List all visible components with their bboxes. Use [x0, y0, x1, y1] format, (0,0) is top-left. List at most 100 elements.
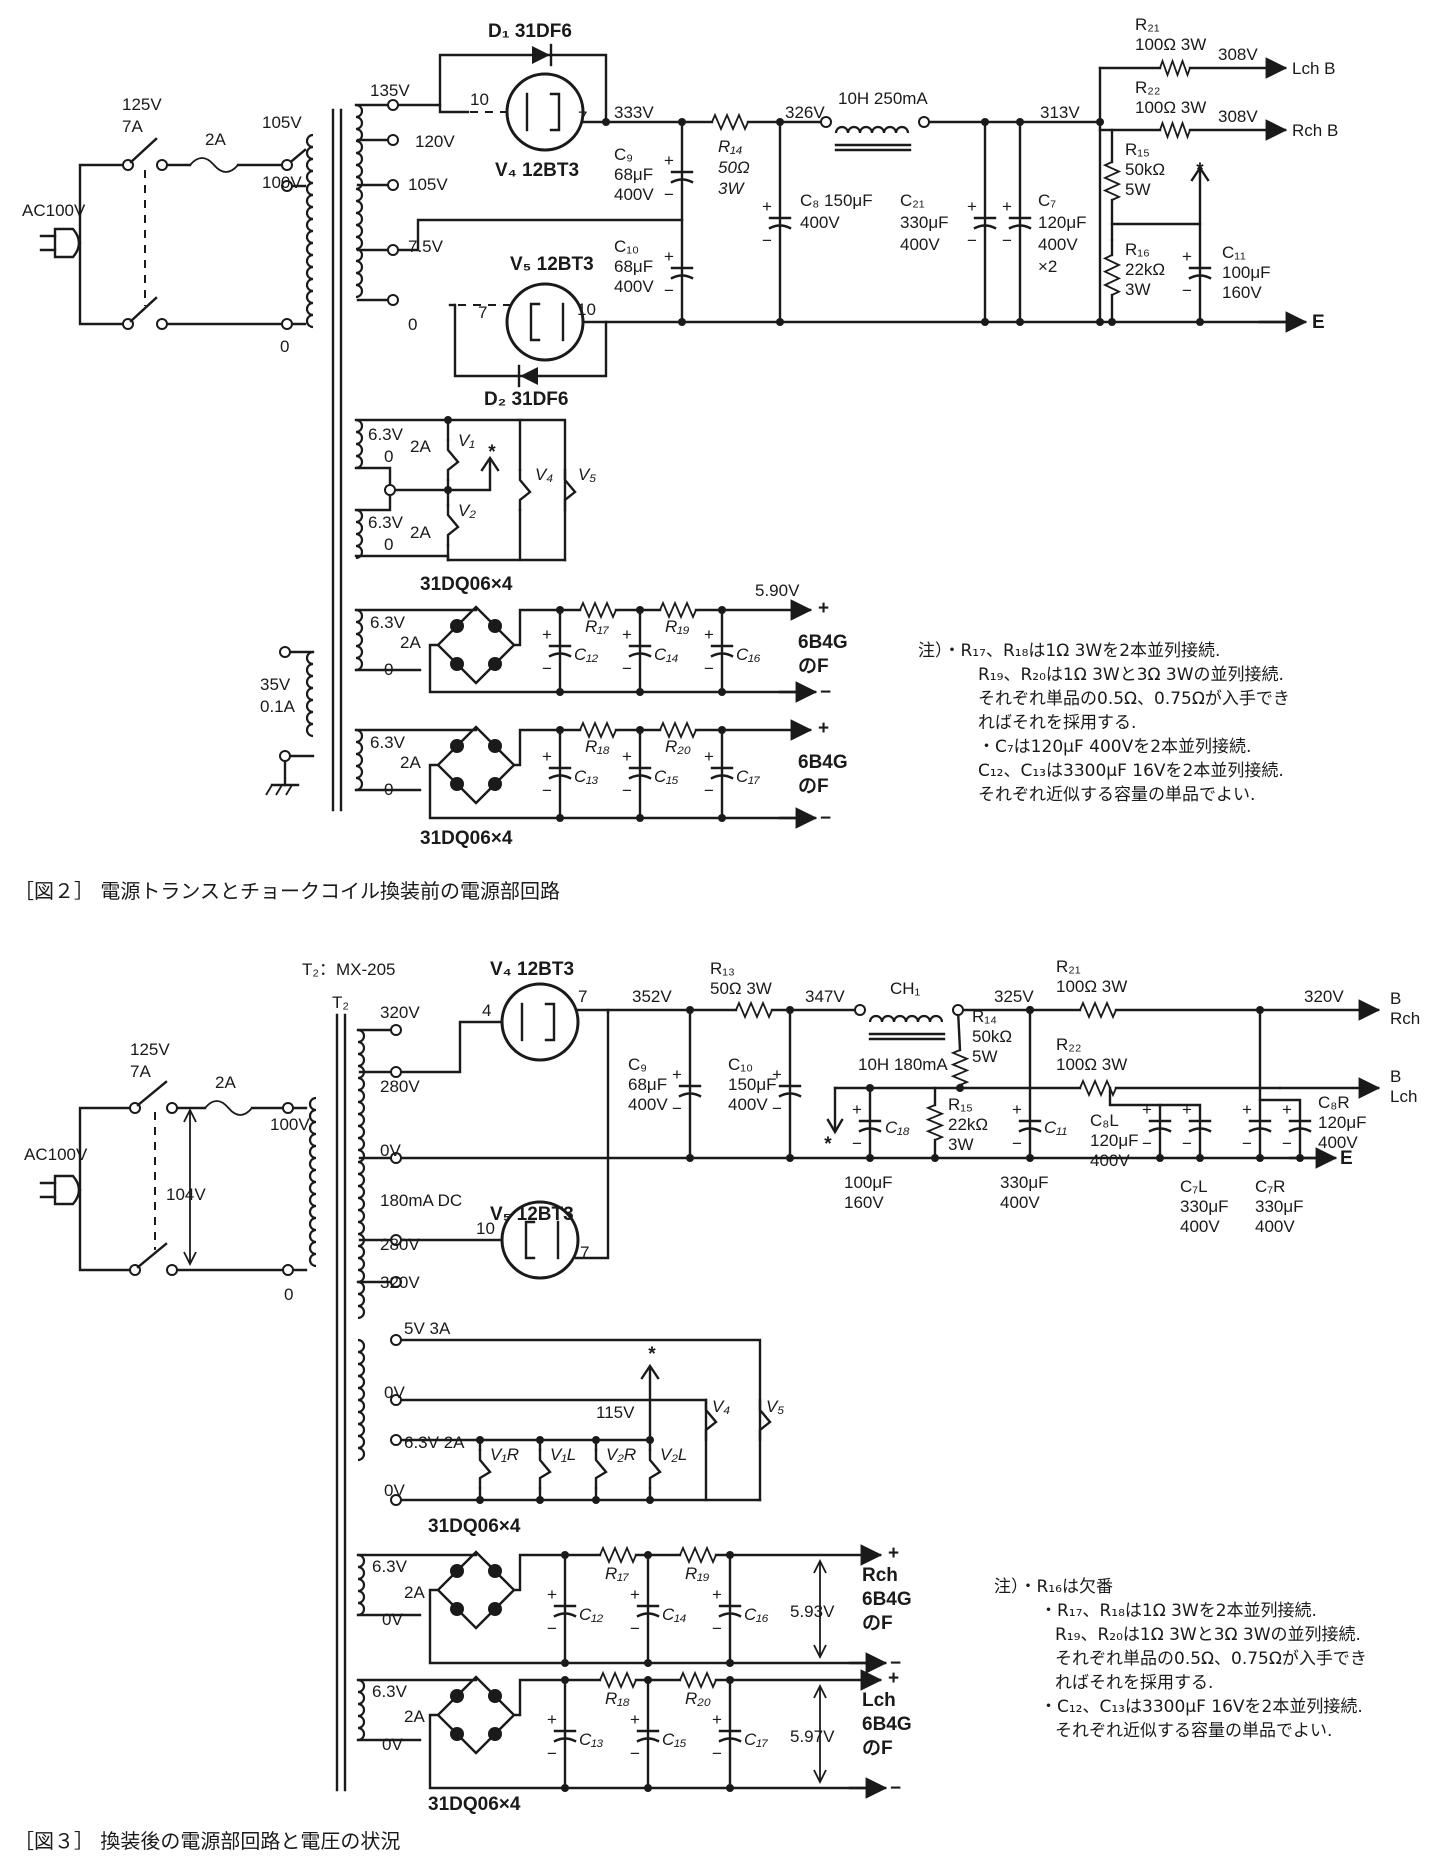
- terminal: [918, 116, 930, 128]
- bridge-diode: [488, 1689, 502, 1703]
- junction-dot: [444, 416, 452, 424]
- plus-sign: +: [1182, 1100, 1192, 1119]
- mains-wire-top: [78, 163, 130, 245]
- junction-dot: [556, 688, 564, 696]
- primary-105v-label: 105V: [262, 113, 302, 132]
- minus-sign: −: [664, 185, 674, 204]
- heater-coil-3: [355, 608, 364, 672]
- power-switch-lower-2: [136, 1242, 168, 1269]
- minus-label: −: [890, 1778, 901, 1799]
- junction-dot: [1256, 1006, 1264, 1014]
- junction-dot: [981, 118, 989, 126]
- star-marker: *: [488, 442, 496, 463]
- primary-100v-label-2: 100V: [270, 1115, 310, 1134]
- minus-sign: −: [542, 659, 552, 678]
- terminal: [390, 1394, 402, 1406]
- capacitor-c18: +−: [852, 1100, 882, 1153]
- minus-sign: −: [547, 1744, 557, 1763]
- capacitor-c15-label: C₁₅: [654, 767, 679, 786]
- capacitor-c8: +−: [762, 197, 792, 250]
- junction-dot: [636, 814, 644, 822]
- w: [78, 1106, 137, 1192]
- heater-63-label: 6.3V 2A: [404, 1433, 465, 1452]
- plus-sign: +: [772, 1065, 782, 1084]
- junction-dot: [602, 118, 610, 126]
- diode-d2-label: D₂ 31DF6: [484, 389, 568, 410]
- capacitor-c14-r: +−: [630, 1585, 660, 1638]
- plus-sign: +: [1012, 1100, 1022, 1119]
- terminal: [390, 1152, 402, 1164]
- fuse-label: 2A: [404, 1583, 425, 1602]
- plus-sign: +: [672, 1065, 682, 1084]
- terminal: [282, 1264, 294, 1276]
- fig3-note-line: ・C₁₂、C₁₃は3300μF 16Vを2本並列接続.: [1040, 1697, 1363, 1717]
- terminal: [387, 99, 399, 111]
- junction-dot: [561, 1659, 569, 1667]
- junction-dot: [536, 1496, 544, 1504]
- star-marker: *: [648, 1344, 656, 1365]
- junction-dot: [786, 1006, 794, 1014]
- junction-dot: [776, 118, 784, 126]
- capacitor-c10-2: +−: [772, 1065, 802, 1118]
- resistor-r22-2: [1079, 1078, 1117, 1098]
- ac-input-label: AC100V: [22, 201, 86, 220]
- choke-ch1: [868, 1014, 944, 1023]
- arrow-down: [826, 1118, 844, 1135]
- capacitor-c13-label: C₁₃: [579, 1730, 604, 1749]
- arrow-up: [480, 455, 500, 472]
- capacitor-c11-label-2: C₁₁: [1044, 1118, 1067, 1137]
- heater-coil-2: [355, 508, 364, 560]
- heater-v2l: [648, 1448, 662, 1490]
- plus-sign: +: [762, 197, 772, 216]
- junction-dot: [476, 1496, 484, 1504]
- secondary-tap-s320a: 320V: [380, 1003, 420, 1022]
- junction-dot: [726, 1551, 734, 1559]
- bridge-label-0: 31DQ06×4: [428, 1516, 521, 1537]
- wires: [78, 53, 1322, 1790]
- terminal: [281, 180, 293, 192]
- terminal: [390, 1234, 402, 1246]
- fig2-note-line: それぞれ近似する容量の単品でよい.: [978, 785, 1255, 805]
- w: [512, 1553, 602, 1592]
- heater-v4: [518, 468, 532, 512]
- junction-dot: [726, 1659, 734, 1667]
- resistor-r13: [735, 1000, 773, 1020]
- junction-dot: [646, 1436, 654, 1444]
- junction-dot: [726, 1676, 734, 1684]
- terminal: [281, 318, 293, 330]
- w: [512, 728, 582, 767]
- junction-dot: [686, 1006, 694, 1014]
- fuse: [189, 157, 239, 173]
- w: [428, 1588, 882, 1665]
- capacitor-c12-label: C₁₂: [579, 1605, 604, 1624]
- capacitor-c11-2: +−: [1012, 1100, 1042, 1153]
- junction-dot: [644, 1676, 652, 1684]
- heater-coil-1: [355, 418, 364, 470]
- capacitor-c13-label: C₁₃: [574, 767, 599, 786]
- voltage-rch: 308V: [1218, 107, 1258, 126]
- bridge-diode: [450, 1689, 464, 1703]
- power-switch-upper: [129, 137, 158, 164]
- heater-v2r-label: V₂R: [606, 1445, 636, 1464]
- heater-coil-4: [355, 728, 364, 792]
- terminal: [279, 750, 291, 762]
- resistor-r17: [579, 600, 617, 620]
- fig2-note-line: ればそれを採用する.: [978, 713, 1136, 733]
- w: [399, 1020, 507, 1074]
- junction-dot: [866, 1154, 874, 1162]
- resistor-r21-2: [1079, 1000, 1117, 1020]
- heater-bus-top: [354, 418, 567, 562]
- fuse-label: 2A: [400, 753, 421, 772]
- rectifier-tube-v5: [505, 282, 585, 362]
- minus-sign: −: [967, 231, 977, 250]
- minus-sign: −: [712, 1619, 722, 1638]
